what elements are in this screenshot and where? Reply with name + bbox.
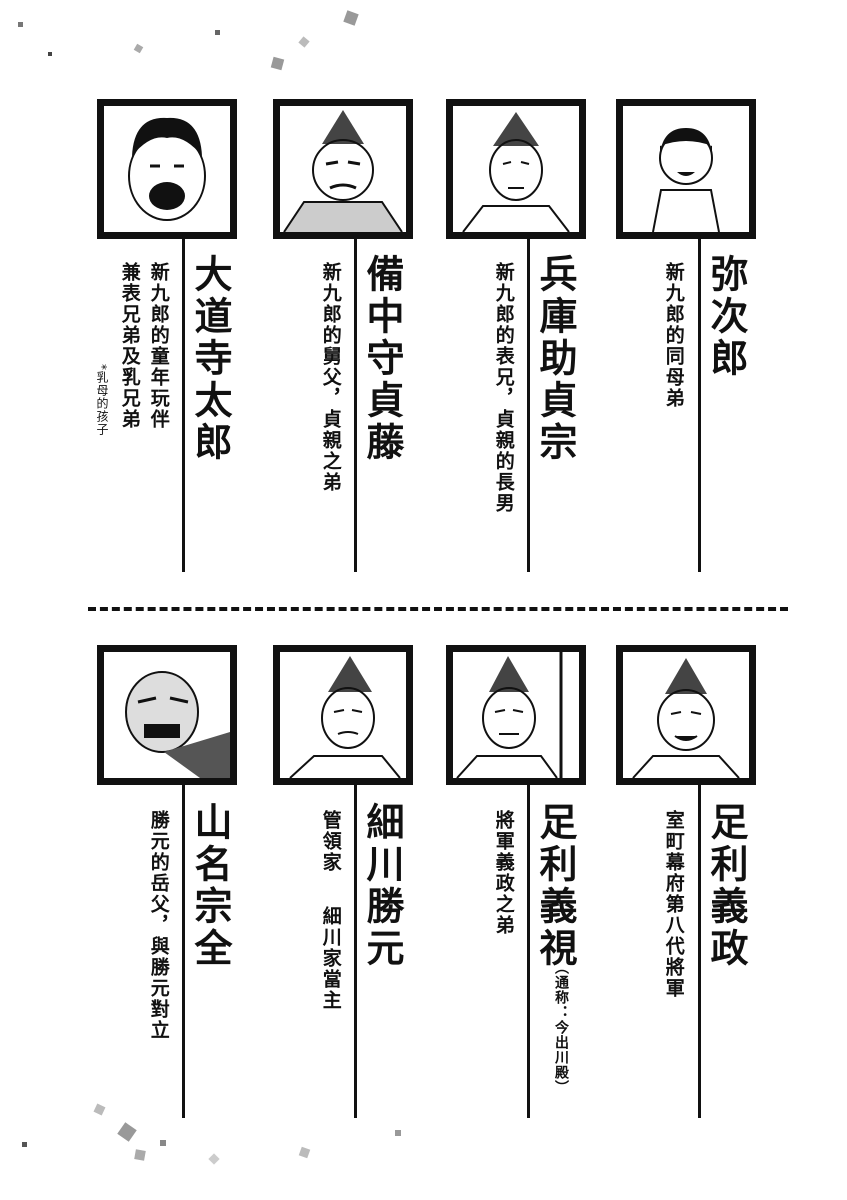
connector-line [354,778,357,1118]
confetti-square [270,56,285,71]
confetti-square [160,1140,166,1146]
portrait-yajiro [616,99,756,239]
connector-line [527,778,530,1118]
confetti-square [48,52,52,56]
character-desc-sadafuji: 新九郎的舅父，貞親之弟 [319,262,342,493]
confetti-square [343,10,359,26]
portrait-katsumoto [273,645,413,785]
character-desc-sozen: 勝元的岳父，與勝元對立 [147,810,170,1041]
character-name-katsumoto: 細川勝元 [360,802,405,970]
character-desc-taro-line1: 新九郎的童年玩伴 [147,262,170,430]
character-name-yajiro: 弥次郎 [704,254,749,380]
connector-line [182,778,185,1118]
portrait-yoshimasa [616,645,756,785]
connector-line [527,232,530,572]
character-name-yoshimi: 足利義視 [533,802,578,970]
character-desc-yoshimasa: 室町幕府第八代將軍 [662,810,685,999]
character-desc-katsumoto-line1: 管領家 [319,810,342,873]
portrait-yoshimi [446,645,586,785]
connector-line [182,232,185,572]
character-desc-taro-line2: 兼表兄弟及乳兄弟 [118,262,141,430]
confetti-square [93,1103,106,1116]
portrait-taro [97,99,237,239]
character-alias-yoshimi: （通称：今出川殿） [553,960,569,1095]
character-desc-yajiro: 新九郎的同母弟 [662,262,685,409]
character-name-sadamune: 兵庫助貞宗 [533,254,578,464]
character-desc-yoshimi: 將軍義政之弟 [492,810,515,936]
connector-line [698,232,701,572]
confetti-square [133,43,144,54]
confetti-square [134,1149,146,1161]
confetti-square [117,1122,137,1142]
character-name-sadafuji: 備中守貞藤 [360,254,405,464]
character-desc-sadamune: 新九郎的表兄，貞親的長男 [492,262,515,514]
connector-line [698,778,701,1118]
section-divider [88,607,788,611]
confetti-square [208,1153,220,1165]
character-desc-katsumoto-line2: 細川家當主 [319,906,342,1011]
character-name-taro: 大道寺太郎 [188,254,233,464]
character-name-sozen: 山名宗全 [188,802,233,970]
confetti-square [298,1146,311,1159]
portrait-sadamune [446,99,586,239]
confetti-square [298,36,310,48]
portrait-sozen [97,645,237,785]
connector-line [354,232,357,572]
confetti-square [215,30,220,35]
portrait-sadafuji [273,99,413,239]
confetti-square [395,1130,401,1136]
confetti-square [18,22,23,27]
confetti-square [22,1142,27,1147]
character-name-yoshimasa: 足利義政 [704,802,749,970]
footnote: *乳母的孩子 [95,364,109,436]
